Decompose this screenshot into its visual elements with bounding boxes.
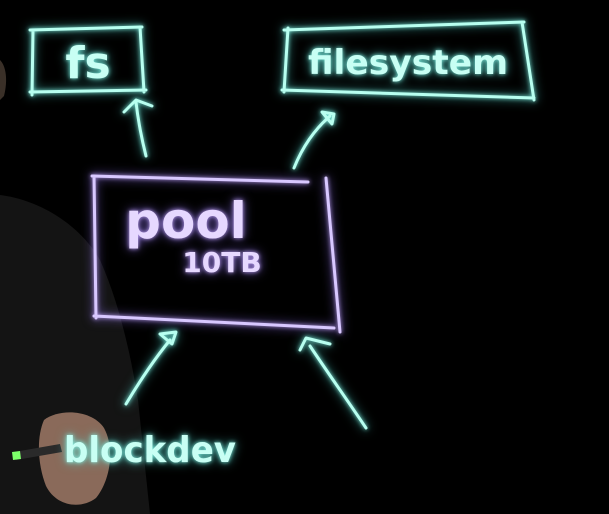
node-pool: pool 10TB <box>90 174 342 334</box>
blockdev-label: blockdev <box>64 430 236 471</box>
pool-box-outline <box>90 174 342 334</box>
filesystem-box-outline <box>280 20 536 102</box>
arrowhead-icon <box>158 330 178 346</box>
fs-box-outline <box>28 25 148 97</box>
fs-label: fs <box>65 38 110 89</box>
edge-blockdev-to-pool-right <box>298 336 368 430</box>
node-blockdev: blockdev <box>64 430 236 471</box>
pool-label: pool <box>125 192 247 250</box>
presenter-silhouette <box>0 60 150 514</box>
pool-size-label: 10TB <box>182 246 261 279</box>
arrowhead-icon <box>298 336 332 352</box>
node-fs: fs <box>28 25 148 97</box>
node-filesystem: filesystem <box>280 20 536 102</box>
edge-blockdev-to-pool-left <box>124 330 178 406</box>
filesystem-label: filesystem <box>308 43 508 83</box>
arrowhead-icon <box>320 110 336 126</box>
edge-pool-to-filesystem <box>292 110 336 170</box>
edge-pool-to-fs <box>122 98 154 158</box>
arrowhead-icon <box>122 98 154 114</box>
